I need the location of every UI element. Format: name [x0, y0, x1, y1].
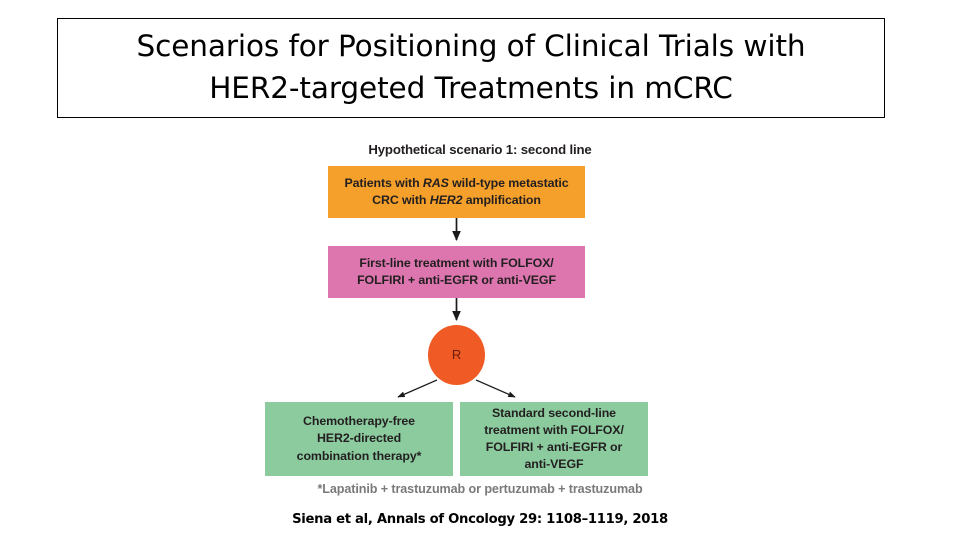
node-population-line1-pre: Patients with — [344, 175, 423, 190]
node-firstline-text: First-line treatment with FOLFOX/ FOLFIR… — [357, 255, 556, 287]
node-population-line2-pre: CRC with — [372, 193, 430, 207]
randomization-label: R — [451, 347, 462, 363]
gene-her2: HER2 — [429, 193, 463, 207]
gene-ras: RAS — [422, 175, 449, 190]
flowchart-node-experimental-arm: Chemotherapy-free HER2-directed combinat… — [265, 402, 453, 476]
source-citation: Siena et al, Annals of Oncology 29: 1108… — [292, 512, 668, 527]
flowchart-figure: Hypothetical scenario 1: second line Pat… — [0, 126, 960, 501]
arrow-randomize-to-right-arm — [475, 379, 516, 398]
node-arm-right-text: Standard second-line treatment with FOLF… — [484, 405, 624, 472]
slide-title-box: Scenarios for Positioning of Clinical Tr… — [57, 18, 885, 118]
node-population-line1-post: wild-type metastatic — [448, 175, 569, 190]
flowchart-footnote: *Lapatinib + trastuzumab or pertuzumab +… — [317, 482, 643, 496]
node-arm-left-text: Chemotherapy-free HER2-directed combinat… — [296, 414, 422, 463]
page-title: Scenarios for Positioning of Clinical Tr… — [136, 29, 806, 105]
flowchart-node-first-line-treatment: First-line treatment with FOLFOX/ FOLFIR… — [328, 246, 585, 298]
flowchart-caption: Hypothetical scenario 1: second line — [368, 142, 592, 157]
node-population-line2-post: amplification — [462, 193, 541, 207]
arrow-randomize-to-left-arm — [397, 379, 438, 398]
flowchart-node-randomization: R — [428, 325, 485, 385]
flowchart-node-control-arm: Standard second-line treatment with FOLF… — [460, 402, 648, 476]
